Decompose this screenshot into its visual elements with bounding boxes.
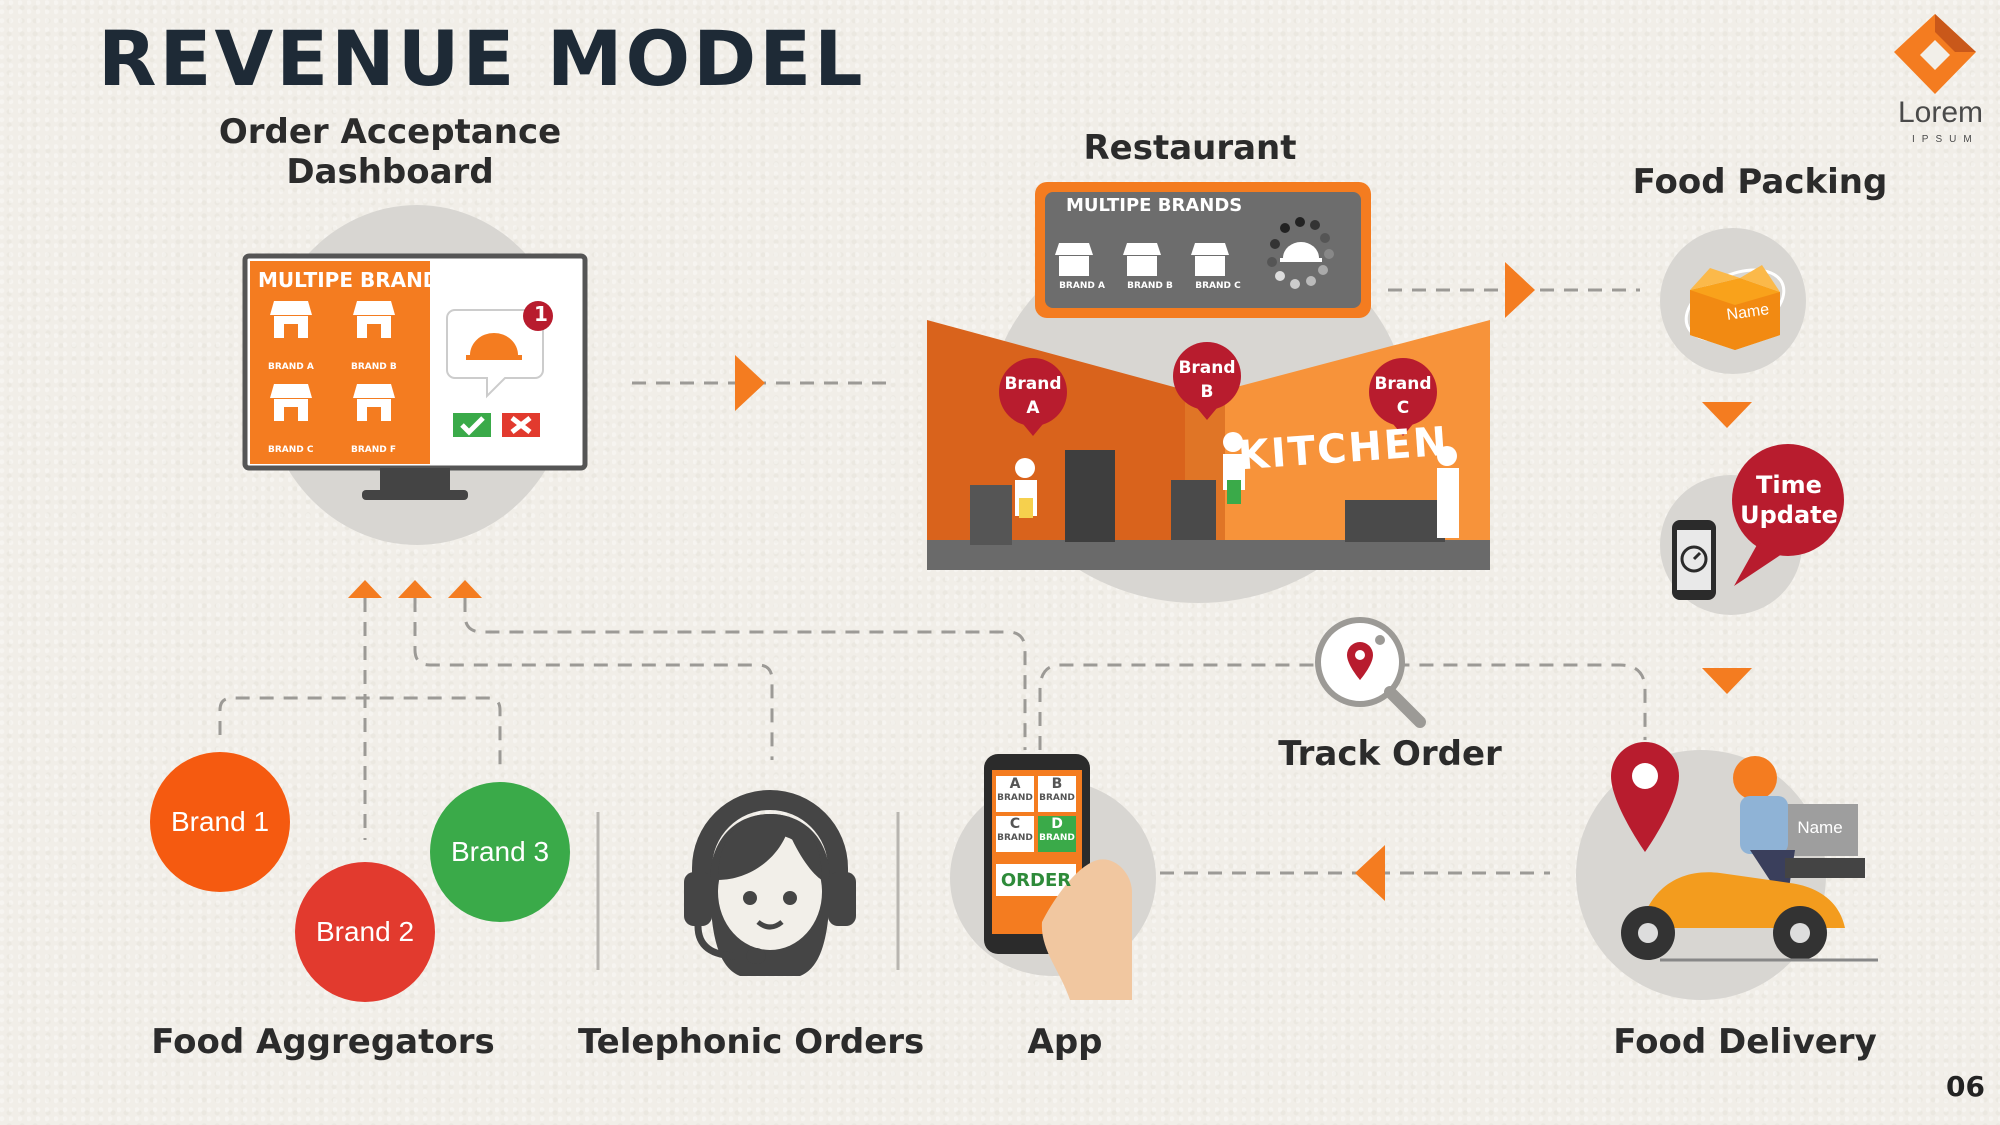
app-tile-c-bottom: BRAND [997,833,1033,843]
app-phone [984,754,1132,1000]
app-tile-c-top: C [1009,816,1021,832]
dashboard-brand-a: BRAND A [268,362,314,372]
app-tile-a-bottom: BRAND [997,793,1033,803]
brand-1-circle: Brand 1 [150,752,290,892]
arrow-down-2 [1702,668,1752,694]
arrow-left-1 [1355,845,1385,901]
dashboard-label: Order Acceptance Dashboard [190,112,590,192]
panel-brand-b: BRAND B [1127,281,1173,291]
app-tile-b-top: B [1051,776,1063,792]
restaurant-kitchen [927,182,1490,570]
package-icon [1684,265,1786,350]
time-update-line2: Update [1740,501,1838,529]
telephonic-orders-label: Telephonic Orders [578,1022,925,1062]
dashboard-brand-b: BRAND B [351,362,397,372]
arrow-down-1 [1702,402,1752,428]
brand-pin-a: Brand A [1003,372,1063,420]
brand-pin-b-line2: B [1200,382,1214,402]
logo-sub: IPSUM [1912,134,1979,145]
delivery-box-label: Name [1797,818,1843,837]
brand-pin-c: Brand C [1373,372,1433,420]
app-tile-c: C BRAND [996,817,1034,845]
time-update-text: Time Update [1726,470,1852,530]
app-tile-d: D BRAND [1038,817,1076,845]
notification-count: 1 [534,302,548,326]
brand-pin-a-line1: Brand [1004,374,1062,394]
brand-pin-a-line2: A [1026,398,1040,418]
app-tile-b-bottom: BRAND [1039,793,1075,803]
logo-name: Lorem [1898,96,1984,129]
restaurant-label: Restaurant [1083,128,1297,168]
dashboard-label-line2: Dashboard [286,152,494,192]
arrow-right-2 [1505,262,1535,318]
app-order-button[interactable]: ORDER [1000,870,1072,891]
time-update-graphic [1672,444,1844,600]
track-order-label: Track Order [1278,734,1502,774]
food-delivery-label: Food Delivery [1613,1022,1877,1062]
app-tile-a: A BRAND [996,777,1034,805]
brand-2-circle: Brand 2 [295,862,435,1002]
food-aggregators-label: Food Aggregators [151,1022,495,1062]
dashboard-brand-f: BRAND F [351,445,397,455]
track-order-icon [1315,617,1426,728]
call-agent-icon [684,790,856,976]
panel-brand-c: BRAND C [1195,281,1241,291]
brand-pin-c-line1: Brand [1374,374,1432,394]
dashboard-screen-header: MULTIPE BRANDS [258,268,454,292]
app-tile-d-top: D [1051,816,1063,832]
brand-pin-c-line2: C [1396,398,1410,418]
dashboard-label-line1: Order Acceptance [218,112,562,152]
food-packing-label: Food Packing [1632,162,1888,202]
page-title: REVENUE MODEL [98,14,866,103]
brand-pin-b: Brand B [1177,356,1237,404]
delivery-scooter [1611,742,1878,962]
dashboard-brand-c: BRAND C [268,445,314,455]
app-tile-b: B BRAND [1038,777,1076,805]
brand-3-circle: Brand 3 [430,782,570,922]
app-tile-d-bottom: BRAND [1039,833,1075,843]
arrow-right-1 [735,355,765,411]
logo: Lorem IPSUM [1880,10,1990,145]
page-number: 06 [1946,1070,1985,1103]
brand-pin-b-line1: Brand [1178,358,1236,378]
logo-icon [1894,14,1976,94]
app-label: App [1027,1022,1103,1062]
dashboard-monitor [242,253,588,500]
panel-brand-a: BRAND A [1059,281,1105,291]
arrow-up-2 [398,580,432,598]
restaurant-panel-header: MULTIPE BRANDS [1066,195,1243,216]
arrow-up-1 [348,580,382,598]
arrow-up-3 [448,580,482,598]
app-tile-a-top: A [1009,776,1021,792]
time-update-line1: Time [1756,471,1822,499]
